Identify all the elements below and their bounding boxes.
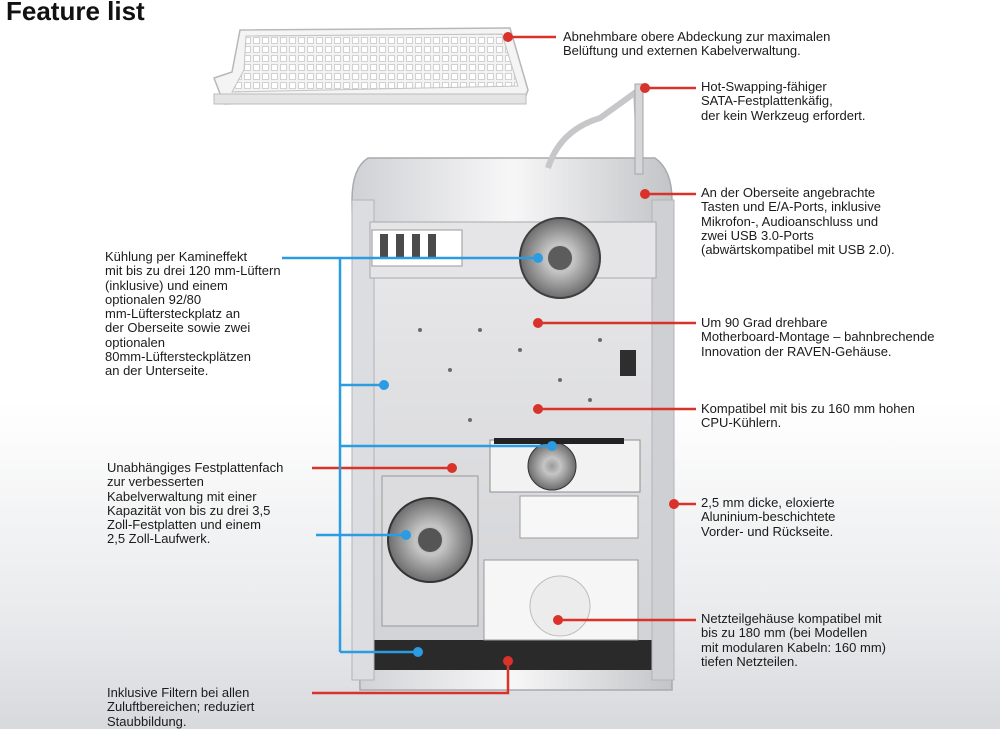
blue-callout-lines — [282, 256, 552, 654]
callout-top-cover: Abnehmbare obere Abdeckung zur maximalen… — [563, 29, 831, 59]
page-title: Feature list — [6, 0, 145, 26]
callout-filters: Inklusive Filtern bei allen Zuluftbereic… — [107, 685, 255, 729]
red-callout-dots — [447, 32, 679, 666]
callout-top-ports: An der Oberseite angebrachte Tasten und … — [701, 185, 895, 258]
callout-aluminium: 2,5 mm dicke, eloxierte Aluninium-beschi… — [701, 495, 836, 539]
callout-cooling: Kühlung per Kamineffekt mit bis zu drei … — [105, 249, 281, 379]
case-body — [351, 83, 675, 691]
callout-hdd-cage: Hot-Swapping-fähiger SATA-Festplattenkäf… — [701, 79, 866, 123]
red-callout-lines — [312, 35, 696, 695]
callout-motherboard: Um 90 Grad drehbare Motherboard-Montage … — [701, 315, 935, 359]
blue-callout-dots — [379, 253, 557, 657]
top-cover — [213, 27, 529, 105]
callout-drive-bay: Unabhängiges Festplattenfach zur verbess… — [107, 460, 284, 547]
callout-cpu-cooler: Kompatibel mit bis zu 160 mm hohen CPU-K… — [701, 401, 915, 431]
callout-psu: Netzteilgehäuse kompatibel mit bis zu 18… — [701, 611, 886, 669]
